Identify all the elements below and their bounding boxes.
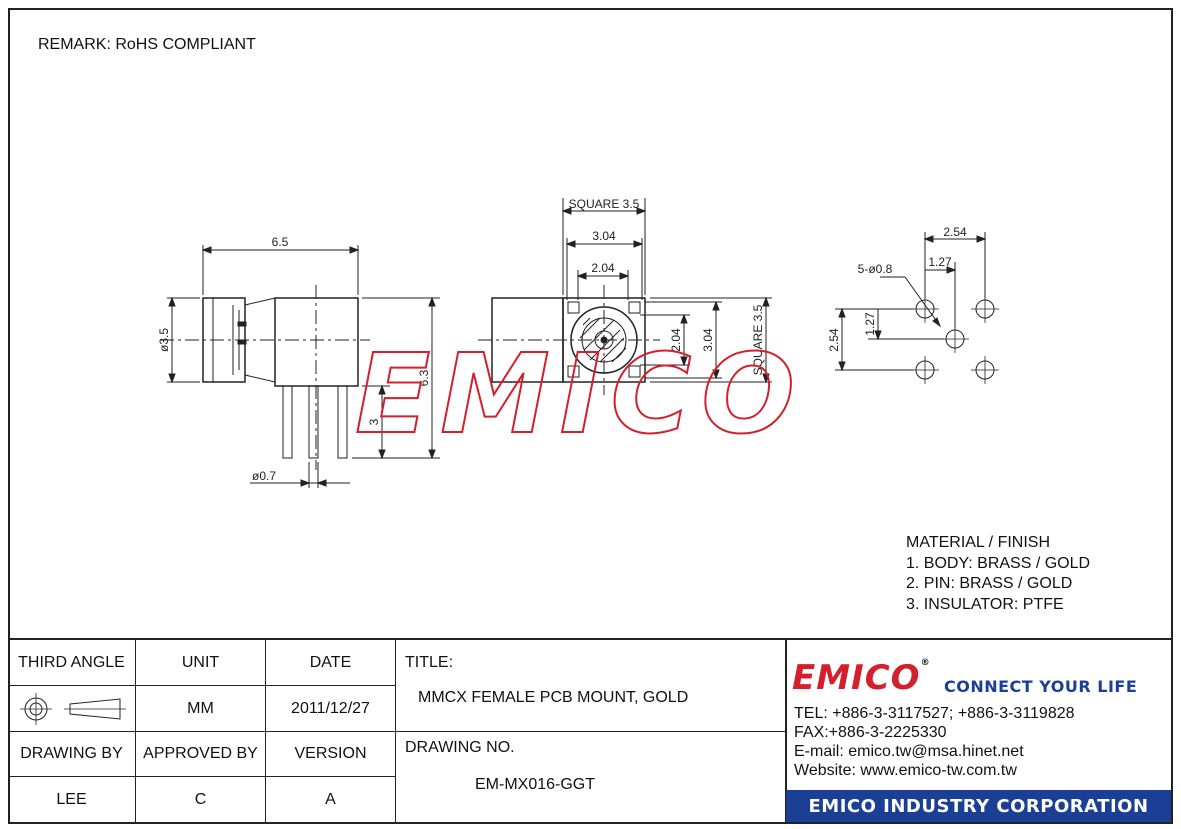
dim-side-pin-dia: ø0.7 [252,469,276,483]
dim-side-dia: ø3.5 [157,328,171,352]
material-item-pin: 2. PIN: BRASS / GOLD [906,575,1073,592]
front-view: SQUARE 3.5 3.04 2.04 2.04 3.04 [478,197,772,395]
pcb-holes-label: 5-ø0.8 [858,262,893,276]
dim-side-height: 6.3 [417,369,431,386]
approved-by-value: C [194,790,207,808]
third-angle-projection-icon [19,692,126,725]
dim-side-pin-length: 3 [367,418,381,425]
registered-mark: ® [920,658,931,668]
company-tagline: CONNECT YOUR LIFE [944,677,1138,696]
drawing-frame [8,8,1173,824]
title-value: MMCX FEMALE PCB MOUNT, GOLD [418,688,689,706]
dim-pcb-127-h: 1.27 [928,255,952,269]
drawing-by-label: DRAWING BY [20,745,123,762]
pcb-layout: 2.54 1.27 5-ø0.8 2.54 1.27 [827,225,999,384]
drawing-by-value: LEE [56,790,87,808]
dim-side-length: 6.5 [272,235,289,249]
dim-pcb-127-v: 1.27 [863,312,877,336]
emico-logo-text: EMICO [792,658,921,698]
technical-drawing: 6.5 ø3.5 6.3 3 ø0.7 [157,197,999,488]
projection-symbol [8,686,135,731]
title-label: TITLE: [405,653,454,671]
side-view: 6.5 ø3.5 6.3 3 ø0.7 [157,235,440,488]
third-angle-label: THIRD ANGLE [18,653,125,671]
dim-front-square-v: SQUARE 3.5 [751,304,765,375]
remark-text: REMARK: RoHS COMPLIANT [38,36,256,53]
date-value: 2011/12/27 [291,699,370,717]
emico-logo: EMICO® [792,658,931,698]
dim-front-204: 2.04 [591,261,615,275]
approved-by-label: APPROVED BY [143,745,258,762]
dim-front-204-v: 2.04 [669,328,683,352]
drawing-no-value: EM-MX016-GGT [475,775,596,793]
dim-pcb-254-h: 2.54 [943,225,967,239]
company-email: E-mail: emico.tw@msa.hinet.net [794,743,1024,760]
unit-value: MM [187,699,214,717]
company-tel: TEL: +886-3-3117527; +886-3-3119828 [794,705,1075,722]
dim-front-304: 3.04 [592,229,616,243]
version-value: A [325,790,336,808]
dim-front-304-v: 3.04 [701,328,715,352]
material-heading: MATERIAL / FINISH [906,534,1051,551]
company-website: Website: www.emico-tw.com.tw [794,762,1017,779]
drawing-no-label: DRAWING NO. [405,739,515,756]
date-label: DATE [309,653,352,671]
version-label: VERSION [294,745,367,762]
material-finish: MATERIAL / FINISH 1. BODY: BRASS / GOLD … [906,533,1090,615]
company-name-bar: EMICO INDUSTRY CORPORATION [786,790,1171,822]
dim-pcb-254-v: 2.54 [827,328,841,352]
unit-label: UNIT [181,653,220,671]
material-item-body: 1. BODY: BRASS / GOLD [906,554,1091,572]
dim-front-square: SQUARE 3.5 [569,197,640,211]
material-item-insulator: 3. INSULATOR: PTFE [906,595,1064,613]
company-fax: FAX:+886-3-2225330 [794,724,947,741]
emico-watermark: EMICO [355,330,805,458]
